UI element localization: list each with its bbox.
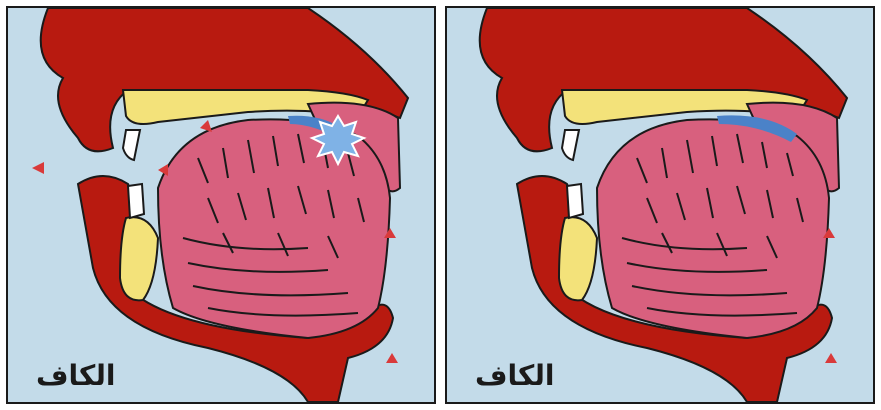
lower-tooth [128,184,144,218]
mouth-cross-section-left [8,8,434,402]
tongue [597,119,829,338]
upper-tooth [562,130,579,160]
panel-label-right: الكاف [475,359,554,392]
diagram-panel-left: الكاف [6,6,436,404]
mouth-cross-section-right [447,8,873,402]
lower-tooth [567,184,583,218]
lower-tooth-root [120,217,158,300]
lower-tooth-root [559,217,597,300]
upper-tooth [123,130,140,160]
panel-label-left: الكاف [36,359,115,392]
diagram-panel-right: الكاف [445,6,875,404]
